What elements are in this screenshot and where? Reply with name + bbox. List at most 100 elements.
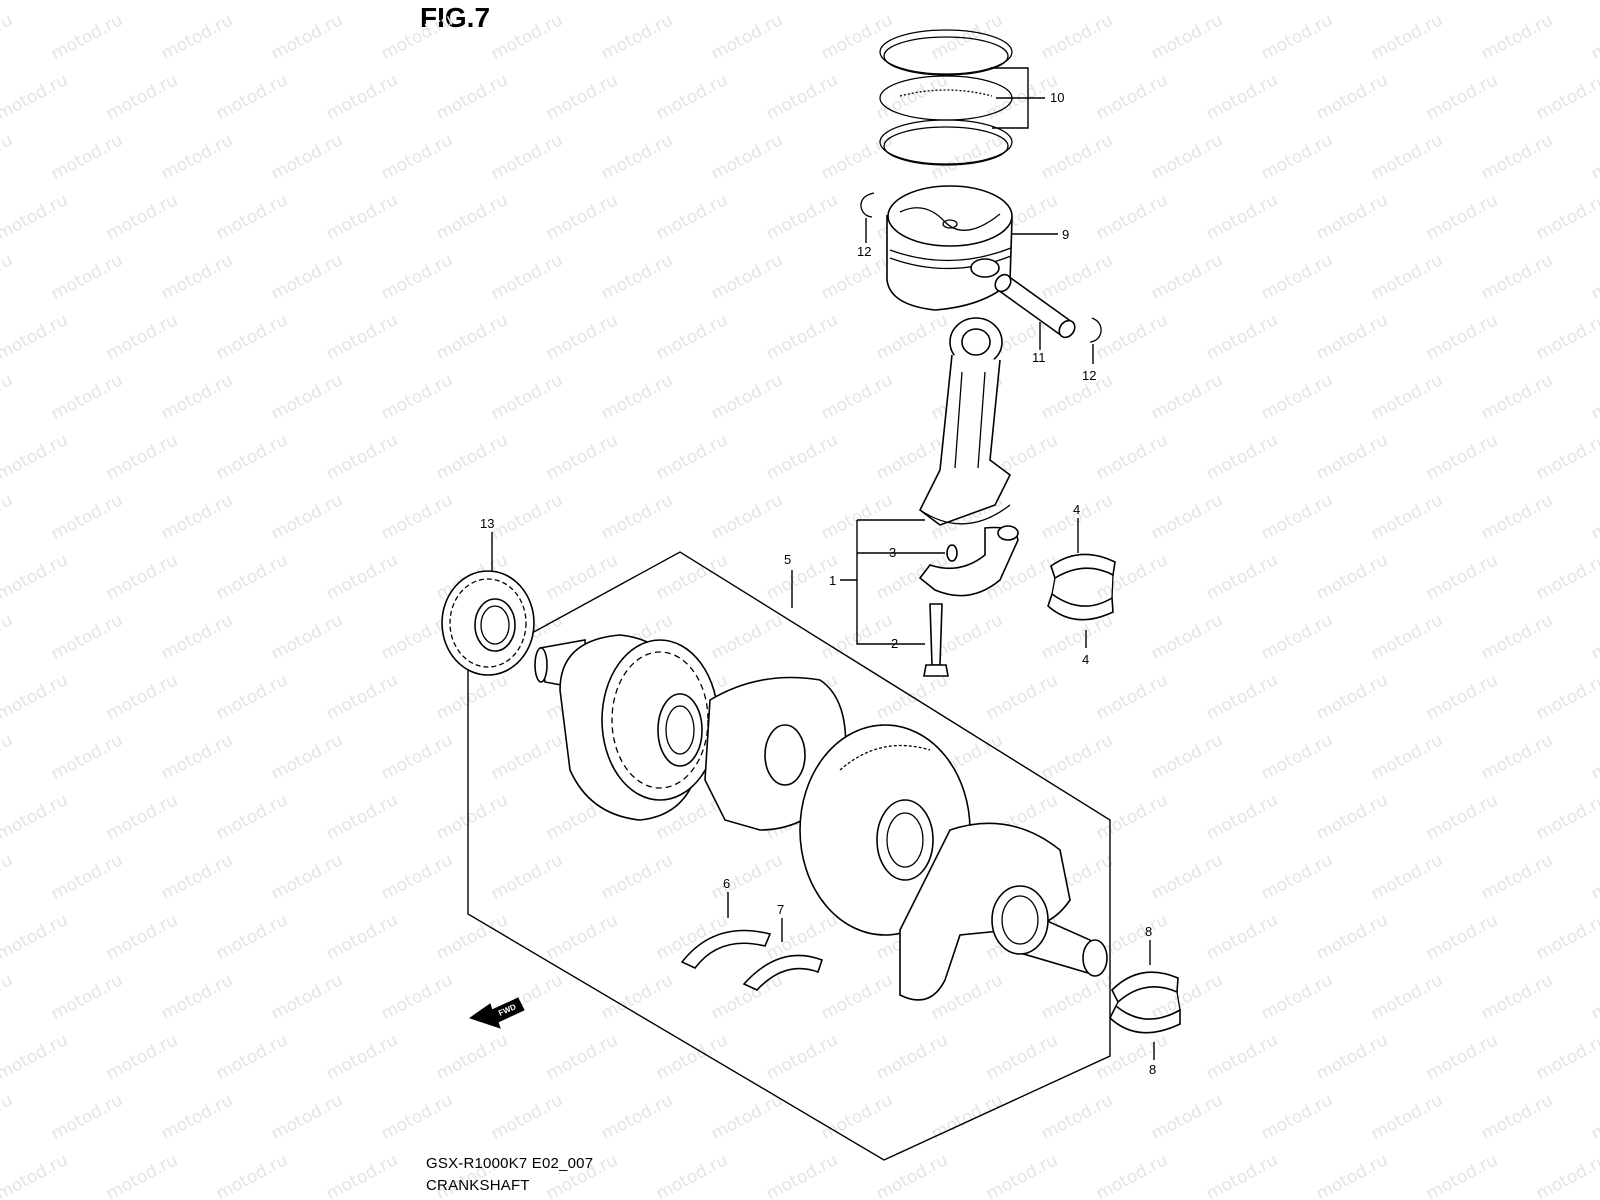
watermark-text: motod.ru	[1203, 1150, 1281, 1200]
watermark-text: motod.ru	[653, 190, 731, 244]
watermark-text: motod.ru	[433, 70, 511, 124]
watermark-text: motod.ru	[323, 1030, 401, 1084]
watermark-text: motod.ru	[0, 670, 71, 724]
watermark-text: motod.ru	[1423, 1030, 1501, 1084]
watermark-text: motod.ru	[213, 430, 291, 484]
watermark-text: motod.ru	[1148, 730, 1226, 784]
watermark-text: motod.ru	[1478, 370, 1556, 424]
watermark-text: motod.ru	[708, 850, 786, 904]
callout-5: 5	[784, 552, 791, 567]
watermark-text: motod.ru	[708, 490, 786, 544]
watermark-text: motod.ru	[1258, 970, 1336, 1024]
watermark-text: motod.ru	[378, 490, 456, 544]
watermark-text: motod.ru	[1093, 1150, 1171, 1200]
watermark-text: motod.ru	[268, 10, 346, 64]
watermark-text: motod.ru	[103, 70, 181, 124]
timing-sprocket	[441, 570, 535, 676]
watermark-text: motod.ru	[213, 550, 291, 604]
watermark-text: motod.ru	[433, 310, 511, 364]
watermark-text: motod.ru	[1533, 910, 1600, 964]
watermark-text: motod.ru	[323, 70, 401, 124]
watermark-text: motod.ru	[433, 670, 511, 724]
watermark-text: motod.ru	[1313, 910, 1391, 964]
watermark-text: motod.ru	[158, 850, 236, 904]
watermark-text: motod.ru	[158, 490, 236, 544]
watermark-text: motod.ru	[0, 1150, 71, 1200]
circlip-right	[1089, 317, 1102, 343]
watermark-text: motod.ru	[1038, 490, 1116, 544]
watermark-text: motod.ru	[0, 10, 16, 64]
watermark-text: motod.ru	[708, 610, 786, 664]
watermark-text: motod.ru	[873, 0, 951, 4]
watermark-text: motod.ru	[1093, 1030, 1171, 1084]
thrust-washer-7	[742, 954, 824, 991]
watermark-text: motod.ru	[378, 250, 456, 304]
watermark-text: motod.ru	[1093, 670, 1171, 724]
watermark-text: motod.ru	[818, 370, 896, 424]
callout-2: 2	[891, 636, 898, 651]
watermark-text: motod.ru	[1588, 130, 1600, 184]
watermark-text: motod.ru	[1533, 0, 1600, 4]
watermark-text: motod.ru	[1148, 250, 1226, 304]
watermark-text: motod.ru	[103, 790, 181, 844]
watermark-text: motod.ru	[1368, 10, 1446, 64]
watermark-text: motod.ru	[1313, 430, 1391, 484]
watermark-text: motod.ru	[708, 1090, 786, 1144]
watermark-text: motod.ru	[268, 730, 346, 784]
watermark-text: motod.ru	[268, 610, 346, 664]
watermark-text: motod.ru	[213, 190, 291, 244]
rod-dowel	[946, 544, 958, 562]
callout-11: 11	[1032, 350, 1046, 365]
piston-rings	[879, 29, 1013, 166]
watermark-text: motod.ru	[0, 910, 71, 964]
watermark-text: motod.ru	[103, 910, 181, 964]
watermark-text: motod.ru	[268, 490, 346, 544]
watermark-text: motod.ru	[598, 130, 676, 184]
watermark-text: motod.ru	[0, 970, 16, 1024]
watermark-text: motod.ru	[488, 1090, 566, 1144]
watermark-text: motod.ru	[1533, 430, 1600, 484]
watermark-text: motod.ru	[708, 970, 786, 1024]
watermark-text: motod.ru	[653, 0, 731, 4]
rod-bolt	[923, 603, 949, 677]
watermark-text: motod.ru	[1533, 310, 1600, 364]
watermark-text: motod.ru	[1258, 730, 1336, 784]
watermark-text: motod.ru	[213, 790, 291, 844]
watermark-text: motod.ru	[1148, 130, 1226, 184]
watermark-text: motod.ru	[708, 130, 786, 184]
watermark-text: motod.ru	[1533, 670, 1600, 724]
watermark-text: motod.ru	[1038, 250, 1116, 304]
watermark-text: motod.ru	[213, 910, 291, 964]
watermark-text: motod.ru	[48, 250, 126, 304]
watermark-text: motod.ru	[103, 310, 181, 364]
watermark-text: motod.ru	[1203, 190, 1281, 244]
callout-4-top: 4	[1073, 502, 1080, 517]
watermark-text: motod.ru	[213, 70, 291, 124]
watermark-text: motod.ru	[1203, 70, 1281, 124]
circlip-left	[860, 192, 875, 218]
watermark-text: motod.ru	[48, 970, 126, 1024]
watermark-text: motod.ru	[1368, 490, 1446, 544]
watermark-text: motod.ru	[653, 430, 731, 484]
callout-13: 13	[480, 516, 494, 531]
watermark-text: motod.ru	[1478, 850, 1556, 904]
watermark-text: motod.ru	[1313, 0, 1391, 4]
watermark-text: motod.ru	[1093, 430, 1171, 484]
watermark-text: motod.ru	[1478, 130, 1556, 184]
watermark-text: motod.ru	[1093, 70, 1171, 124]
callout-8-bottom: 8	[1149, 1062, 1156, 1077]
watermark-text: motod.ru	[818, 970, 896, 1024]
watermark-text: motod.ru	[1203, 430, 1281, 484]
callout-4-bottom: 4	[1082, 652, 1089, 667]
watermark-text: motod.ru	[433, 790, 511, 844]
watermark-text: motod.ru	[653, 70, 731, 124]
watermark-text: motod.ru	[1368, 610, 1446, 664]
watermark-text: motod.ru	[543, 310, 621, 364]
watermark-text: motod.ru	[1038, 970, 1116, 1024]
watermark-text: motod.ru	[488, 10, 566, 64]
watermark-text: motod.ru	[1038, 370, 1116, 424]
watermark-text: motod.ru	[213, 1030, 291, 1084]
watermark-text: motod.ru	[213, 0, 291, 4]
watermark-text: motod.ru	[708, 250, 786, 304]
